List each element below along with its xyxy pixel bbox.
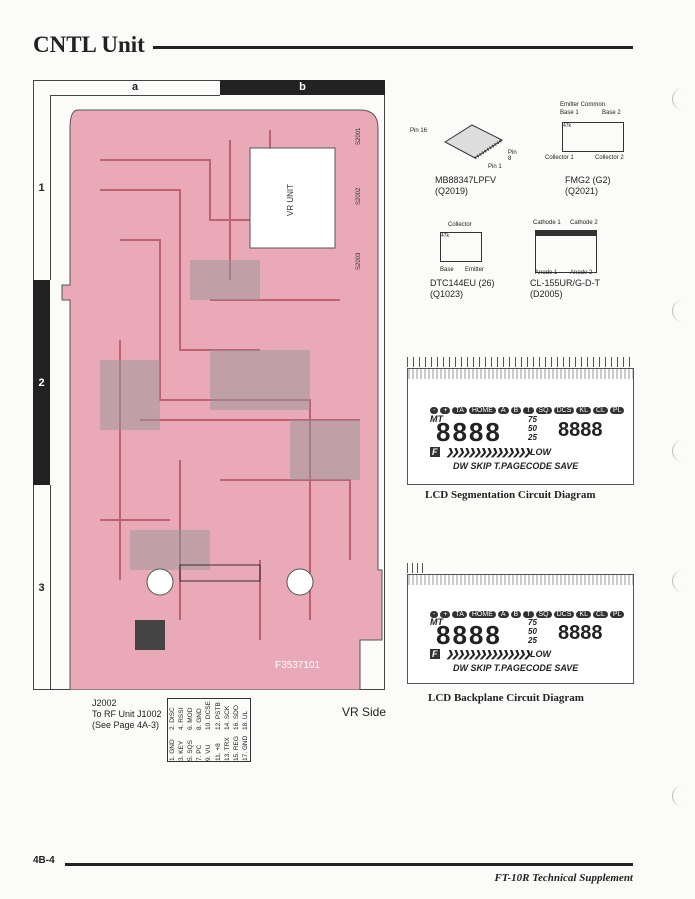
binder-hole [672, 570, 695, 592]
column-b-header: b [220, 80, 385, 95]
page-number: 4B-4 [33, 855, 55, 866]
binder-hole [672, 785, 695, 807]
part-number: FMG2 (G2) [565, 175, 611, 185]
connector-reference: (See Page 4A-3) [92, 720, 160, 730]
component-dtc144eu: Collector 47k Base Emitter DTC144EU (26)… [430, 220, 520, 305]
lcd-f: F [430, 447, 440, 457]
part-ref: (Q1023) [430, 289, 464, 299]
part-number: MB88347LPFV [435, 175, 497, 185]
column-a-header: a [50, 80, 220, 96]
row-3-header: 3 [33, 485, 51, 690]
connector-name: J2002 [92, 698, 117, 708]
component-mb88347lpfv: Pin 16 Pin 8 Pin 1 MB88347LPFV(Q2019) [410, 100, 520, 220]
pin-cell: 4. RSSI [178, 707, 186, 730]
pin-label: Anode 1 [535, 270, 558, 276]
pin-label: Base 2 [602, 110, 621, 116]
binder-hole [672, 300, 695, 322]
lcd-small-digits: 8888 [558, 622, 603, 644]
pin-cell: 18. UL [241, 710, 249, 730]
lcd-low: LOW [530, 649, 551, 659]
pin-label: Pin 16 [410, 128, 428, 134]
part-number: CL-155UR/G-D-T [530, 278, 601, 288]
pin-label: Base [440, 267, 454, 273]
lcd-f: F [430, 649, 440, 659]
lcd-backplane-caption: LCD Backplane Circuit Diagram [428, 692, 584, 704]
resistor-label: 47k [562, 122, 624, 152]
row-1-header: 1 [33, 95, 51, 280]
lcd-main-digits: 8888 [436, 620, 502, 650]
title-rule [153, 46, 633, 49]
lcd-bottom-row: DW SKIP T.PAGECODE SAVE [453, 663, 579, 673]
lcd-main-digits: 8888 [436, 417, 502, 447]
pin-label: Pin 1 [488, 164, 502, 170]
switch-label: S2001 [356, 127, 362, 145]
vr-unit-outline [249, 147, 336, 249]
pin-cell: 16. SDO [232, 705, 240, 730]
switch-label: S2003 [356, 252, 362, 270]
vr-unit-label: VR UNIT [286, 184, 295, 216]
pin-label: Anode 2 [570, 270, 593, 276]
pcb-layout: VR UNIT S2001 S2002 S2003 F3537101 [61, 109, 383, 690]
pin-cell: 10. DCSE [205, 701, 213, 730]
pin-label: Base 1 [560, 110, 579, 116]
connector-destination: To RF Unit J1002 [92, 709, 162, 719]
resistor-label: 47k [440, 232, 482, 262]
pin-cell: 14. SCK [223, 705, 231, 730]
pin-cell: 9. VU [205, 744, 213, 761]
pin-label: Collector [448, 222, 472, 228]
pin-label: Pin 8 [508, 150, 517, 162]
side-label: VR Side [342, 705, 387, 719]
component-cl155ur: Cathode 1 Cathode 2 Anode 1 Anode 2 CL-1… [530, 220, 635, 305]
part-ref: (Q2019) [435, 186, 469, 196]
pin-cell: 13. TRX [223, 737, 231, 761]
page-title: CNTL Unit [33, 32, 145, 57]
footer-rule [65, 863, 633, 866]
pin-cell: 12. PSTB [214, 702, 222, 730]
pin-cell: 17. GND [241, 735, 249, 761]
binder-hole [672, 88, 695, 110]
lcd-pins [407, 563, 427, 573]
pin-label: Cathode 2 [570, 220, 598, 226]
lcd-mt: MT [430, 414, 443, 424]
pin-cell: 5. SQS [187, 740, 195, 761]
pin-cell: 3. KEY [178, 740, 186, 761]
component-fmg2: Emitter Common Base 1 Base 2 47k Collect… [540, 100, 635, 220]
pin-label: Collector 2 [595, 155, 624, 161]
pin-cell: 1. GND [169, 739, 177, 761]
lcd-pins [407, 357, 632, 367]
lcd-low: LOW [530, 447, 551, 457]
part-number: DTC144EU (26) [430, 278, 495, 288]
pin-cell: 6. MOD [187, 707, 195, 730]
pin-label: Collector 1 [545, 155, 574, 161]
connector-info: J2002 To RF Unit J1002 (See Page 4A-3) [92, 698, 162, 731]
board-number: F3537101 [275, 660, 320, 671]
pin-label: Cathode 1 [533, 220, 561, 226]
binder-hole [672, 440, 695, 462]
row-2-header: 2 [33, 280, 50, 485]
connector-pin-table: 2. DISC 4. RSSI 6. MOD 8. GND 10. DCSE 1… [167, 698, 251, 762]
pin-label: Emitter [465, 267, 485, 273]
pin-label: Emitter Common [560, 102, 606, 108]
part-ref: (D2005) [530, 289, 563, 299]
pin-cell: 15. REG [232, 736, 240, 761]
pin-cell: 11. +8 [214, 743, 222, 761]
lcd-small-digits: 8888 [558, 419, 603, 441]
pin-cell: 2. DISC [169, 707, 177, 730]
lcd-mt: MT [430, 617, 443, 627]
switch-label: S2002 [356, 187, 362, 205]
part-ref: (Q2021) [565, 186, 599, 196]
lcd-segmentation-caption: LCD Segmentation Circuit Diagram [425, 489, 596, 501]
lcd-bottom-row: DW SKIP T.PAGECODE SAVE [453, 461, 579, 471]
document-title: FT-10R Technical Supplement [494, 872, 633, 884]
